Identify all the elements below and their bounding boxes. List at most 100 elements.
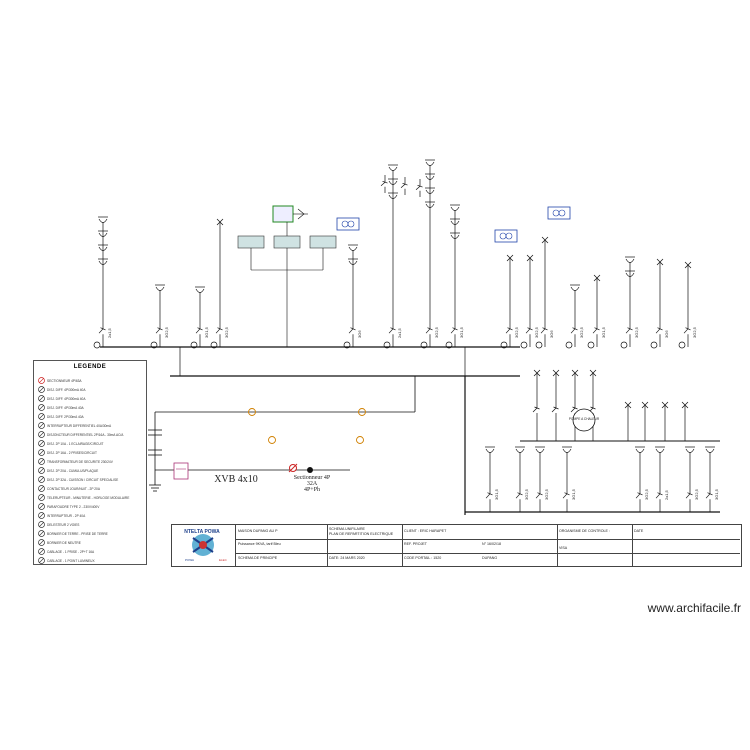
legend-item: INTERRUPTEUR DIFFERENTIEL 40A/30mA xyxy=(38,422,142,429)
breaker-symbol xyxy=(380,175,388,193)
legend-item-text: DISJ. DIFF. 4P/30mA 40A xyxy=(47,405,84,410)
circuit-label: 3G2,5 xyxy=(692,326,697,338)
legend-item-text: INTERRUPTEUR DIFFERENTIEL 40A/30mA xyxy=(47,423,112,428)
ddr-icon xyxy=(38,395,45,402)
circuit-label: 3G1,5 xyxy=(459,326,464,338)
breaker-symbol xyxy=(655,320,663,342)
breaker-symbol xyxy=(635,485,643,507)
breaker-symbol xyxy=(532,400,540,420)
legend-item-text: DISJ. 2P 10A - 1 ECLAIRAGE/CIRCUIT xyxy=(47,441,104,446)
legend-item-text: DELESTEUR 2 VOIES xyxy=(47,522,80,527)
breaker-symbol xyxy=(525,320,533,342)
circuit-label: 3G2,5 xyxy=(534,326,539,338)
ddr-icon xyxy=(38,413,45,420)
breaker-symbol xyxy=(450,320,458,342)
circuit-label: 3G2,5 xyxy=(644,488,649,500)
sectionneur-label-2: 32A xyxy=(307,481,318,487)
circuit-number xyxy=(620,341,628,349)
circuit-number xyxy=(565,341,573,349)
breaker-symbol xyxy=(415,179,423,197)
title-block-cell: DATE: 24 MARS 2020 xyxy=(329,556,365,560)
circuit-label: 3G1,5 xyxy=(601,326,606,338)
circuit-number xyxy=(520,341,528,349)
legend-item: DISJ. 2P 16A - 2 PRISES/CIRCUIT xyxy=(38,449,142,456)
legend-item-text: DISJ. 2P 20A - CUMULUS/PLAQUE xyxy=(47,468,99,473)
breaker-symbol xyxy=(551,400,559,420)
legend-item-text: DISJ. DIFF. 2P/30mA 40A xyxy=(47,414,84,419)
socket-symbol xyxy=(450,204,460,211)
legend-item: BORNIER DE NEUTRE xyxy=(38,539,142,546)
breaker-icon xyxy=(38,539,45,546)
svg-text:NTELTA POWA: NTELTA POWA xyxy=(184,529,220,535)
legend-item: DISJ. 2P 20A - CUMULUS/PLAQUE xyxy=(38,467,142,474)
pump-label: POMPE A CHALEUR xyxy=(569,417,600,421)
circuit-number xyxy=(420,341,428,349)
legend-title: LEGENDE xyxy=(73,364,107,370)
sectionneur-label-3: 4P+Ph xyxy=(304,487,320,493)
legend-item-text: DISJ. 2P 32A - CUISSON / CIRCUIT SPECIAL… xyxy=(47,477,119,482)
circuit-label: 3G1,5 xyxy=(571,488,576,500)
breaker-symbol xyxy=(400,177,408,195)
legend-item: CABLAGE - 1 PRISE - 2P+T 16A xyxy=(38,548,142,555)
legend-item-text: TELERUPTEUR - MINUTERIE - HORLOGE MODULA… xyxy=(47,495,130,500)
legend-item-text: DISJ. DIFF. 4P/300mA 40A xyxy=(47,387,86,392)
breaker-icon xyxy=(38,467,45,474)
title-block-cell: MAISON DUPANG AU P xyxy=(238,529,278,533)
title-block-cell: SCHEMA DE PRINCIPE xyxy=(238,556,278,560)
legend-item: DISJ. DIFF. 4P/300mA 40A xyxy=(38,386,142,393)
breaker-icon xyxy=(38,494,45,501)
breaker-symbol xyxy=(505,320,513,342)
legend-item: DISJONCTEUR DIFFERENTIEL 2P/16A - 30mA A… xyxy=(38,431,142,438)
circuit-label: 2x1,5 xyxy=(664,489,669,500)
legend-item-text: CABLAGE - 1 POINT LUMINEUX xyxy=(47,558,95,563)
breaker-icon xyxy=(38,512,45,519)
title-block-cell: DUPANG xyxy=(482,556,498,560)
breaker-symbol xyxy=(98,320,106,342)
breaker-symbol xyxy=(625,320,633,342)
socket-symbol xyxy=(98,216,108,223)
circuit-label: 3G6 xyxy=(357,330,362,338)
legend-item-text: CONTACTEUR JOUR/NUIT - 2P 20A xyxy=(47,486,100,491)
title-block-cell: REF. PROJET xyxy=(404,542,427,546)
breaker-icon xyxy=(38,530,45,537)
legend-item: CABLAGE - 1 POINT LUMINEUX xyxy=(38,557,142,564)
circuit-number xyxy=(343,341,351,349)
watermark: www.archifacile.fr xyxy=(647,601,741,615)
legend-item-text: BORNIER DE TERRE - PRISE DE TERRE xyxy=(47,531,108,536)
socket-symbol xyxy=(705,446,715,453)
socket-symbol xyxy=(425,159,435,166)
title-block-cell: CODE PORTAIL : 1520 xyxy=(404,556,442,560)
circuit-number xyxy=(210,341,218,349)
title-block-cell: VISA xyxy=(559,546,568,550)
breaker-icon xyxy=(38,485,45,492)
title-block-divider xyxy=(327,525,328,566)
circuit-number xyxy=(93,341,101,349)
sectionneur-label-1: Sectionneur 4P xyxy=(294,475,331,481)
breaker-icon xyxy=(38,431,45,438)
legend-item-text: CABLAGE - 1 PRISE - 2P+T 16A xyxy=(47,549,95,554)
breaker-symbol xyxy=(215,320,223,342)
legend-item: TELERUPTEUR - MINUTERIE - HORLOGE MODULA… xyxy=(38,494,142,501)
breaker-icon xyxy=(38,449,45,456)
legend-item-text: BORNIER DE NEUTRE xyxy=(47,540,81,545)
title-block-divider xyxy=(235,525,236,566)
legend-item: DISJ. DIFF. 2P/30mA 40A xyxy=(38,413,142,420)
socket-symbol xyxy=(195,286,205,293)
breaker-icon xyxy=(38,476,45,483)
legend-item: INTERRUPTEUR - 2P 40A xyxy=(38,512,142,519)
circuit-number xyxy=(190,341,198,349)
circuit-number xyxy=(445,341,453,349)
breaker-icon xyxy=(38,557,45,564)
socket-symbol xyxy=(635,446,645,453)
legend-item: TRANSFORMATEUR DE SECURITE 230/24V xyxy=(38,458,142,465)
socket-symbol xyxy=(655,446,665,453)
legend-item: DISJ. 2P 32A - CUISSON / CIRCUIT SPECIAL… xyxy=(38,476,142,483)
ddr-icon xyxy=(38,386,45,393)
circuit-label: 3G1,5 xyxy=(494,488,499,500)
socket-symbol xyxy=(570,284,580,291)
breaker-icon xyxy=(38,422,45,429)
breaker-symbol xyxy=(685,485,693,507)
title-block-cell: Puissance 9KVA, tarif Bleu xyxy=(238,542,281,546)
